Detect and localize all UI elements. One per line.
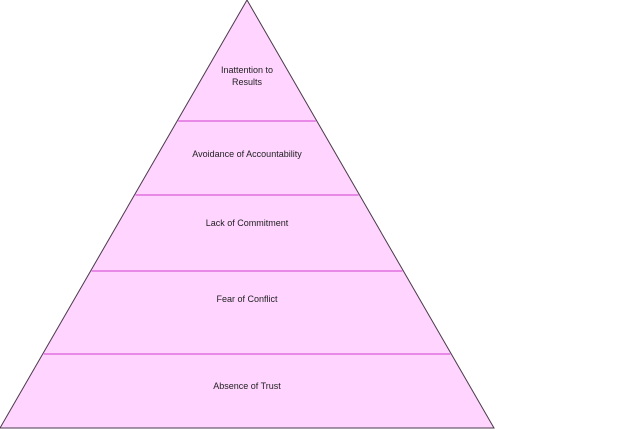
level-inattention-to-results: Inattention to Results (127, 64, 367, 88)
pyramid-outline (0, 0, 495, 429)
level-label-line: Avoidance of Accountability (192, 149, 302, 159)
level-label-line: Lack of Commitment (205, 218, 289, 228)
level-fear-of-conflict: Fear of Conflict (127, 293, 367, 305)
level-label-line: Inattention to (220, 65, 274, 75)
level-absence-of-trust: Absence of Trust (127, 380, 367, 392)
level-lack-of-commitment: Lack of Commitment (127, 217, 367, 229)
level-avoidance-of-accountability: Avoidance of Accountability (127, 148, 367, 160)
level-label-line: Results (231, 77, 262, 87)
level-label-line: Fear of Conflict (216, 294, 278, 304)
level-label-line: Absence of Trust (213, 381, 281, 391)
